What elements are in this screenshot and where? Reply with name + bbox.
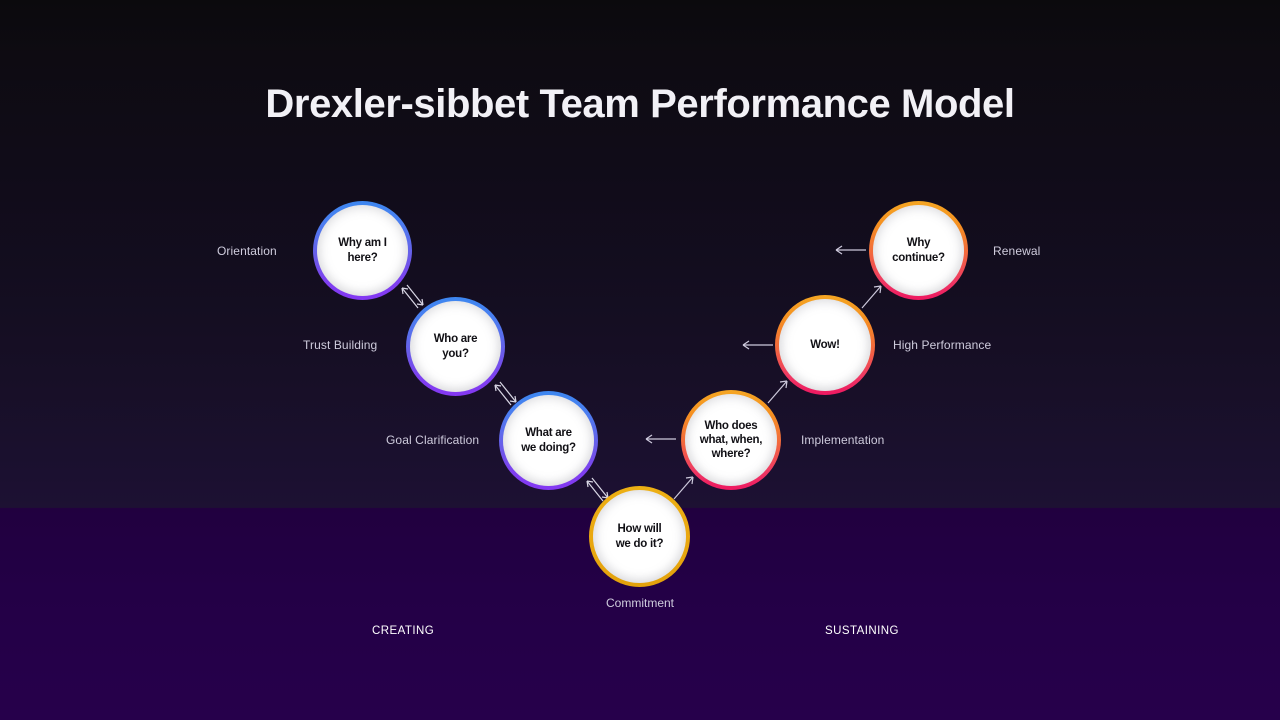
node-face: How will we do it?	[593, 490, 686, 583]
node-face: Wow!	[779, 299, 871, 391]
inbound-arrow-renewal	[835, 244, 867, 256]
node-label-renewal: Why continue?	[892, 237, 945, 264]
stage-label-orientation: Orientation	[217, 244, 277, 258]
node-label-orientation: Why am I here?	[338, 237, 387, 264]
connector-commitment-implementation	[672, 474, 698, 502]
connector-implementation-high-performance	[766, 378, 792, 406]
node-label-goal-clarification: What are we doing?	[521, 427, 576, 454]
stage-label-high-performance: High Performance	[893, 338, 992, 352]
inbound-arrow-high-performance	[742, 339, 774, 351]
inbound-arrow-implementation	[645, 433, 677, 445]
node-high-performance[interactable]: Wow!	[775, 295, 875, 395]
node-goal-clarification[interactable]: What are we doing?	[499, 391, 598, 490]
node-label-commitment: How will we do it?	[615, 523, 664, 550]
node-label-implementation: Who does what, when, where?	[699, 419, 763, 460]
node-label-high-performance: Wow!	[810, 338, 840, 351]
node-commitment[interactable]: How will we do it?	[589, 486, 690, 587]
page-title: Drexler-sibbet Team Performance Model	[265, 82, 1015, 126]
connector-trust-building-goal-clarification	[491, 381, 517, 411]
stage-label-implementation: Implementation	[801, 433, 885, 447]
stage-label-goal-clarification: Goal Clarification	[386, 433, 480, 447]
node-face: Who does what, when, where?	[685, 394, 777, 486]
node-face: Who are you?	[410, 301, 501, 392]
node-orientation[interactable]: Why am I here?	[313, 201, 412, 300]
phase-label-creating: CREATING	[372, 625, 435, 637]
stage-label-commitment: Commitment	[605, 596, 674, 610]
stage-label-renewal: Renewal	[993, 244, 1041, 258]
connector-high-performance-renewal	[860, 283, 886, 311]
connector-orientation-trust-building	[398, 284, 424, 314]
node-label-trust-building: Who are you?	[433, 333, 478, 360]
stage-label-trust-building: Trust Building	[303, 338, 378, 352]
node-implementation[interactable]: Who does what, when, where?	[681, 390, 781, 490]
node-face: Why continue?	[873, 205, 964, 296]
phase-label-sustaining: SUSTAINING	[825, 625, 899, 637]
node-renewal[interactable]: Why continue?	[869, 201, 968, 300]
node-face: Why am I here?	[317, 205, 408, 296]
node-trust-building[interactable]: Who are you?	[406, 297, 505, 396]
node-face: What are we doing?	[503, 395, 594, 486]
